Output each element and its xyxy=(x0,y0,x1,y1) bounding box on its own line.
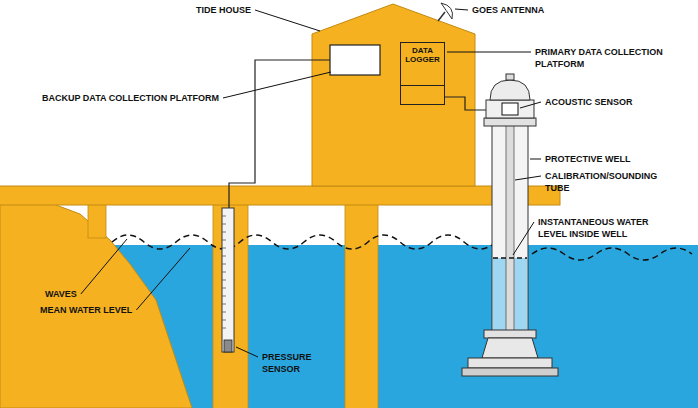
callout-label: PRIMARY DATA COLLECTION PLATFORM xyxy=(535,46,677,70)
callout-label: BACKUP DATA COLLECTION PLATFORM xyxy=(42,92,219,104)
leader-line xyxy=(81,239,127,294)
well-water-level xyxy=(493,257,527,259)
shore-land xyxy=(0,193,192,408)
pier-pile xyxy=(213,204,248,408)
wave-line xyxy=(532,248,692,260)
sensor-cable xyxy=(445,97,486,110)
leader-line xyxy=(236,347,258,357)
logger-compartment xyxy=(401,85,444,104)
node-label: DATA LOGGER xyxy=(404,46,441,64)
leader-line xyxy=(515,176,541,180)
pier-pile xyxy=(88,204,106,238)
callout-label: TIDE HOUSE xyxy=(196,4,251,16)
pressure-tube xyxy=(222,208,234,352)
leader-line xyxy=(136,248,190,310)
callout-label: WAVES xyxy=(45,288,77,300)
leader-line xyxy=(455,9,468,10)
callout-label: ACOUSTIC SENSOR xyxy=(545,96,633,108)
callout-label: MEAN WATER LEVEL xyxy=(40,304,132,316)
tide-house xyxy=(312,4,475,186)
tube-ticks xyxy=(222,216,226,328)
leader-line xyxy=(520,102,541,108)
pier-pile xyxy=(345,204,378,408)
pressure-sensor-symbol xyxy=(224,340,232,352)
well-flange xyxy=(484,118,536,126)
callout-label: PROTECTIVE WELL xyxy=(545,153,631,165)
dome-knob xyxy=(506,74,514,80)
well-dome xyxy=(490,80,530,100)
leader-line xyxy=(223,72,331,98)
wave-line xyxy=(112,235,496,249)
leader-lines xyxy=(81,9,541,357)
callout-label: PRESSURE SENSOR xyxy=(262,351,322,375)
antenna-dish xyxy=(441,3,453,19)
backup-platform-box xyxy=(330,45,380,75)
callout-label: CALIBRATION/SOUNDING TUBE xyxy=(545,170,675,194)
acoustic-sensor-symbol xyxy=(502,103,518,115)
sensor-cable xyxy=(229,60,330,208)
well-flange xyxy=(484,330,536,338)
sensor-housing xyxy=(486,100,534,118)
data-logger-box: DATA LOGGER xyxy=(400,42,445,105)
leader-line xyxy=(530,159,541,160)
well-base xyxy=(468,358,552,368)
well-bell xyxy=(482,338,538,358)
callout-label: INSTANTANEOUS WATER LEVEL INSIDE WELL xyxy=(538,216,670,240)
leader-line xyxy=(513,222,534,255)
antenna-mast xyxy=(438,12,445,21)
well-footing xyxy=(462,368,558,376)
leader-line xyxy=(447,52,531,53)
pier-deck xyxy=(0,186,560,205)
calibration-tube xyxy=(506,104,514,334)
leader-line xyxy=(255,10,320,31)
callout-label: GOES ANTENNA xyxy=(472,4,544,16)
